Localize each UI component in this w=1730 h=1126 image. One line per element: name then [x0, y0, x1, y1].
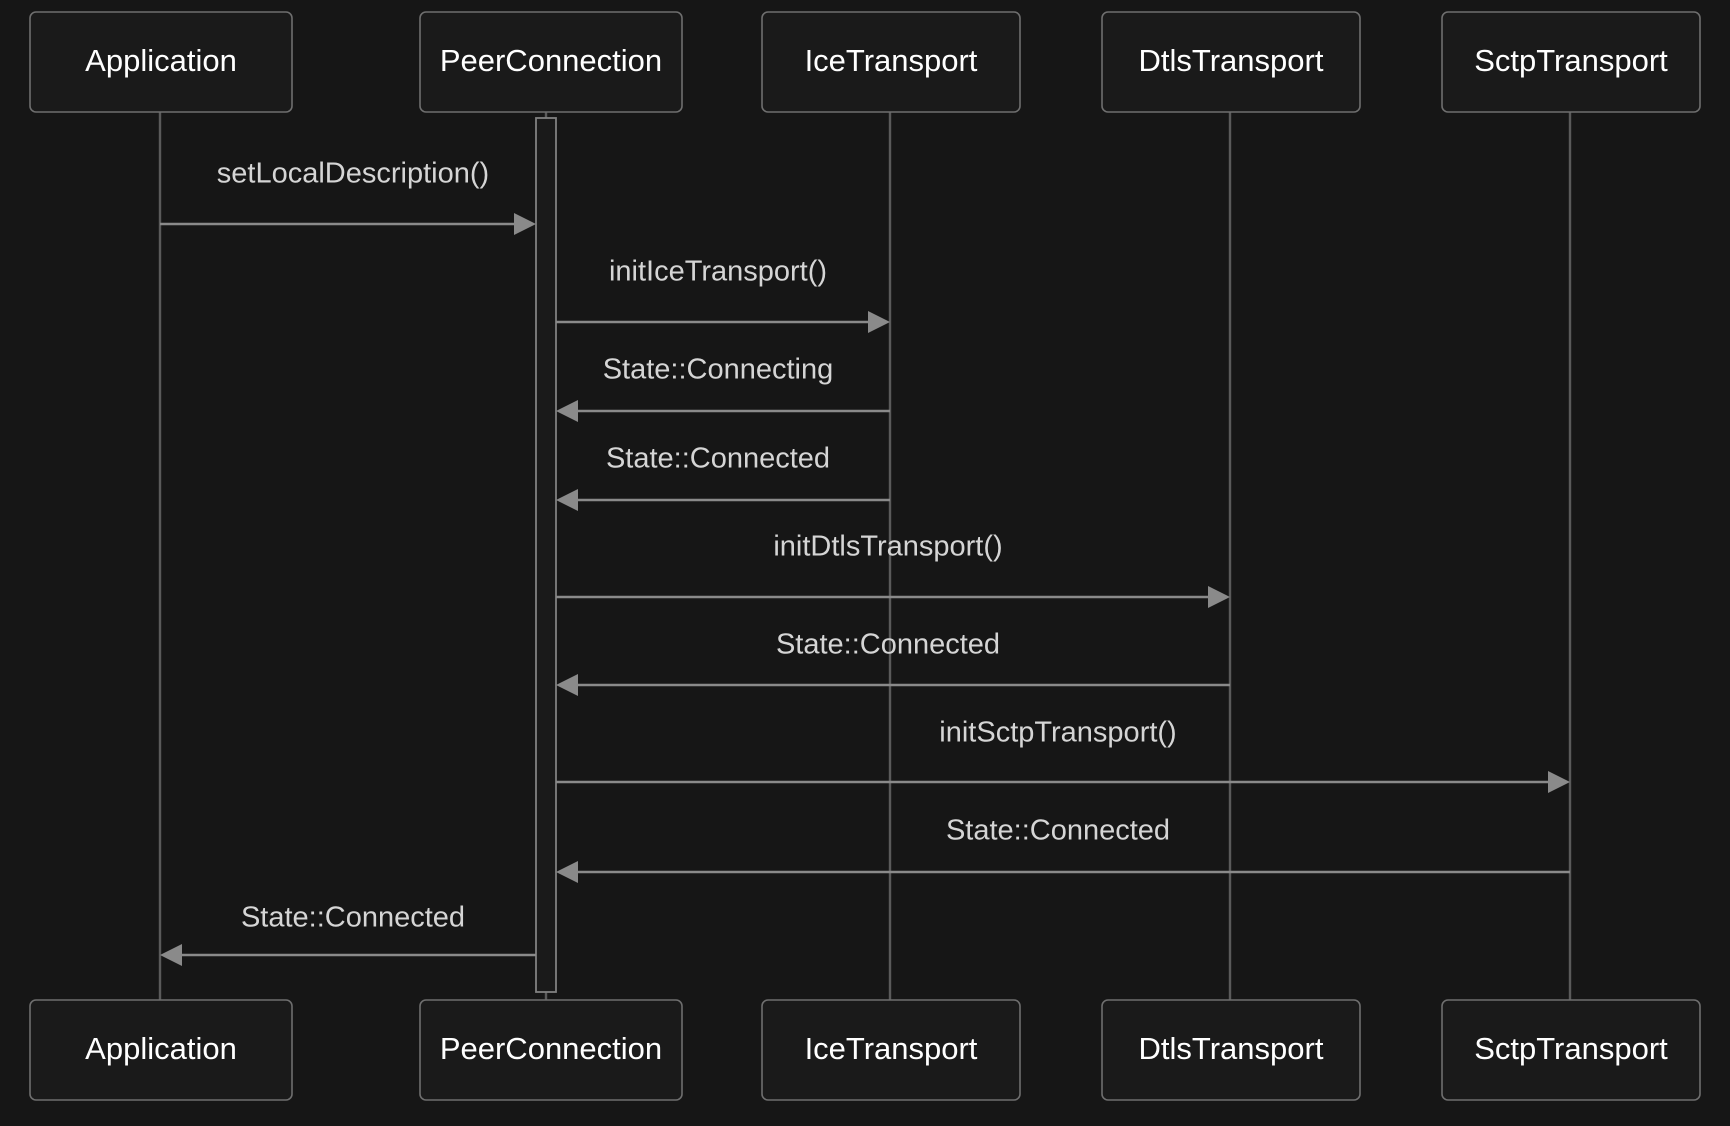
actor-box-rect — [1441, 11, 1701, 113]
actor-box-bottom-application[interactable]: Application — [29, 999, 293, 1101]
message-label: State::Connected — [241, 902, 465, 934]
message-label: State::Connecting — [603, 354, 834, 386]
message-label: State::Connected — [606, 443, 830, 475]
actor-box-label: Application — [85, 43, 237, 78]
message-0: setLocalDescription() — [160, 158, 536, 235]
message-8: State::Connected — [160, 902, 536, 966]
message-label: State::Connected — [776, 629, 1000, 661]
actor-box-label: IceTransport — [805, 43, 978, 78]
actor-box-top-icetransport[interactable]: IceTransport — [761, 11, 1021, 113]
message-label: initDtlsTransport() — [773, 531, 1002, 563]
actor-box-bottom-icetransport[interactable]: IceTransport — [761, 999, 1021, 1101]
actor-box-rect — [419, 11, 683, 113]
message-arrowhead — [868, 311, 890, 333]
message-label: initSctpTransport() — [939, 717, 1176, 749]
message-arrowhead — [1208, 586, 1230, 608]
message-5: State::Connected — [556, 629, 1230, 696]
message-3: State::Connected — [556, 443, 890, 511]
message-1: initIceTransport() — [556, 256, 890, 333]
message-arrowhead — [1548, 771, 1570, 793]
actor-box-label: IceTransport — [805, 1031, 978, 1066]
actor-box-rect — [1101, 11, 1361, 113]
actor-box-label: PeerConnection — [440, 1031, 662, 1066]
message-arrowhead — [556, 674, 578, 696]
header-boxes-layer: Application PeerConnection IceTransport Dtl… — [29, 11, 1701, 113]
actor-box-rect — [419, 999, 683, 1101]
message-2: State::Connecting — [556, 354, 890, 422]
actor-box-top-application[interactable]: Application — [29, 11, 293, 113]
messages-layer: setLocalDescription() initIceTransport() S… — [160, 158, 1570, 966]
message-label: initIceTransport() — [609, 256, 827, 288]
actor-box-label: PeerConnection — [440, 43, 662, 78]
message-arrowhead — [160, 944, 182, 966]
actor-box-label: SctpTransport — [1474, 43, 1668, 78]
actor-box-top-peerconnection[interactable]: PeerConnection — [419, 11, 683, 113]
message-label: setLocalDescription() — [217, 158, 489, 190]
footer-boxes-layer: Application PeerConnection IceTransport Dtl… — [29, 999, 1701, 1101]
actor-box-top-dtlstransport[interactable]: DtlsTransport — [1101, 11, 1361, 113]
actor-box-rect — [761, 11, 1021, 113]
actor-box-rect — [761, 999, 1021, 1101]
actor-box-label: DtlsTransport — [1139, 1031, 1324, 1066]
message-arrowhead — [514, 213, 536, 235]
message-4: initDtlsTransport() — [556, 531, 1230, 608]
message-arrowhead — [556, 400, 578, 422]
message-arrowhead — [556, 489, 578, 511]
message-label: State::Connected — [946, 815, 1170, 847]
message-7: State::Connected — [556, 815, 1570, 883]
actor-box-rect — [1441, 999, 1701, 1101]
actor-box-top-sctptransport[interactable]: SctpTransport — [1441, 11, 1701, 113]
actor-box-label: SctpTransport — [1474, 1031, 1668, 1066]
message-6: initSctpTransport() — [556, 717, 1570, 793]
activations-layer — [535, 117, 557, 993]
actor-box-label: Application — [85, 1031, 237, 1066]
activation-bar-peerconnection — [535, 117, 557, 993]
actor-box-label: DtlsTransport — [1139, 43, 1324, 78]
actor-box-rect — [29, 999, 293, 1101]
message-arrowhead — [556, 861, 578, 883]
actor-box-rect — [1101, 999, 1361, 1101]
actor-box-bottom-peerconnection[interactable]: PeerConnection — [419, 999, 683, 1101]
actor-box-rect — [29, 11, 293, 113]
actor-box-bottom-dtlstransport[interactable]: DtlsTransport — [1101, 999, 1361, 1101]
actor-box-bottom-sctptransport[interactable]: SctpTransport — [1441, 999, 1701, 1101]
